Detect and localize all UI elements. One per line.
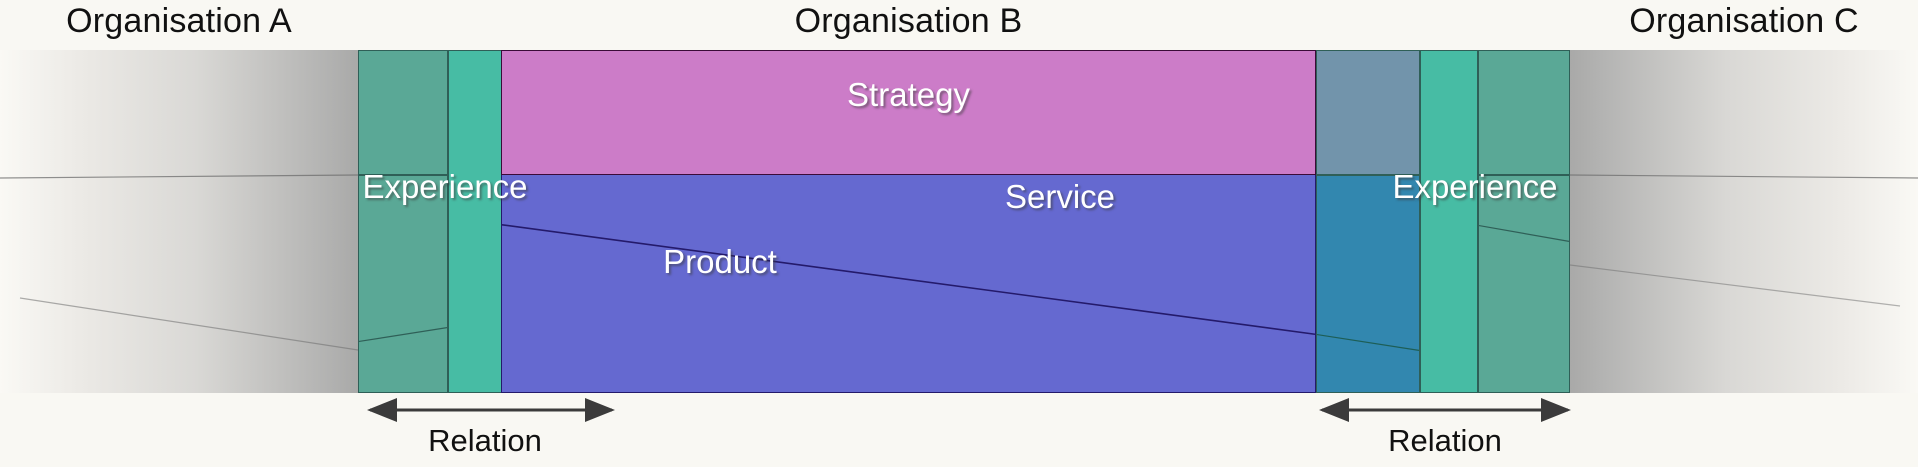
center-panel-strategy[interactable] xyxy=(501,50,1316,175)
relation-label-right: Relation xyxy=(1388,423,1502,458)
band-area xyxy=(0,50,1918,393)
header-organisation-c: Organisation C xyxy=(1629,2,1859,40)
fade-strip-left xyxy=(0,50,358,393)
center-panel-service-product[interactable] xyxy=(501,175,1316,393)
relation-arrow-left-icon xyxy=(367,398,615,422)
right-band-teal-dark-top[interactable] xyxy=(1478,50,1570,175)
diagonal-continuation-right-b xyxy=(1479,224,1569,242)
left-band-teal-dark-top[interactable] xyxy=(358,50,448,175)
relation-left: Relation xyxy=(340,393,630,467)
diagonal-continuation-right-a xyxy=(1317,333,1419,351)
right-band-teal-bright[interactable] xyxy=(1420,50,1478,393)
service-product-divider-diagonal xyxy=(502,223,1315,336)
right-band-blue-bottom[interactable] xyxy=(1316,175,1420,393)
relation-arrow-right-icon xyxy=(1319,398,1571,422)
ghost-lines-right xyxy=(1570,174,1918,307)
ghost-lines-left xyxy=(0,174,358,351)
right-band-teal-dark-bottom[interactable] xyxy=(1478,175,1570,393)
diagonal-continuation-left-a xyxy=(359,327,447,343)
header-organisation-a: Organisation A xyxy=(66,2,292,40)
right-band-steel-top[interactable] xyxy=(1316,50,1420,175)
relation-label-left: Relation xyxy=(428,423,542,458)
relation-right: Relation xyxy=(1300,393,1590,467)
header-organisation-b: Organisation B xyxy=(794,2,1023,40)
left-band-teal-dark-bottom[interactable] xyxy=(358,175,448,393)
fade-strip-right xyxy=(1570,50,1918,393)
